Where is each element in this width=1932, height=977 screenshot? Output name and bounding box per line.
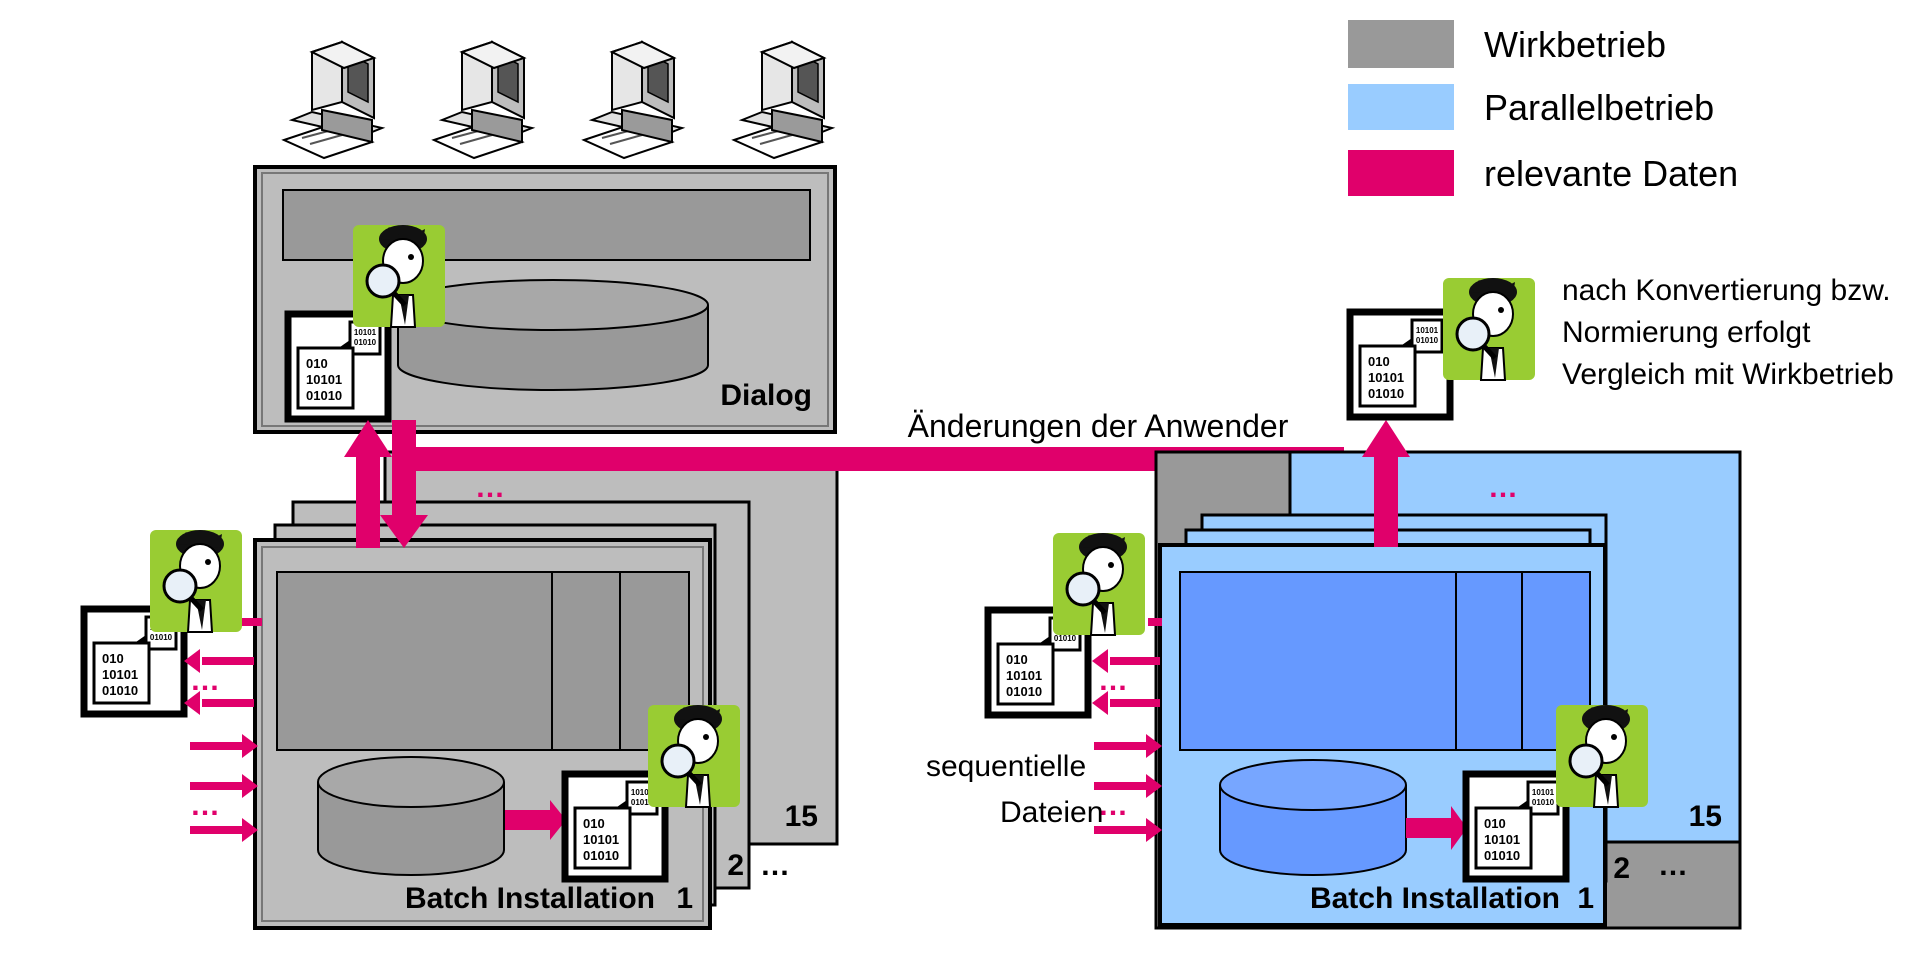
sequential-files-label-line1: sequentielle — [926, 750, 1086, 783]
changes-label: Änderungen der Anwender — [908, 408, 1289, 444]
inspector-magnifier-icon — [648, 705, 740, 807]
data-arrow-head — [380, 515, 428, 548]
note-line3: Vergleich mit Wirkbetrieb — [1562, 358, 1894, 391]
data-arrow-head — [344, 420, 392, 457]
inspector-magnifier-icon — [1053, 533, 1145, 635]
stack-number-15: 15 — [1689, 800, 1722, 833]
sequential-files-label-line2: Dateien — [1000, 796, 1103, 829]
right-output-ellipsis: … — [1098, 664, 1128, 697]
inspector-magnifier-icon — [353, 225, 445, 327]
stack-number-2: 2 — [727, 849, 744, 882]
stack-more-ellipsis: … — [760, 849, 790, 882]
data-arrow-head — [1362, 420, 1410, 457]
left-batch-stack: … 15 2 … Batch Installation 1 — [253, 450, 839, 930]
data-arrow-head — [550, 800, 566, 840]
binary-document-icon — [1466, 774, 1566, 879]
desktop-computer-icon — [433, 41, 533, 159]
batch-number: 1 — [676, 882, 693, 915]
right-batch-stack: … 15 2 … Batch Installation 1 — [1154, 450, 1742, 930]
inspector-magnifier-icon — [150, 530, 242, 632]
database-icon — [1219, 759, 1407, 876]
data-arrow-head — [1451, 806, 1467, 850]
inspector-magnifier-icon — [1443, 278, 1535, 380]
data-arrow — [1406, 818, 1451, 838]
right-input-ellipsis: … — [1098, 789, 1128, 822]
legend-label-relevant-data: relevante Daten — [1484, 153, 1738, 194]
stack-number-15: 15 — [785, 800, 818, 833]
inspector-magnifier-icon — [1556, 705, 1648, 807]
left-input-ellipsis: … — [190, 789, 220, 822]
stack-number-2: 2 — [1613, 852, 1630, 885]
stack-ellipsis: … — [1488, 471, 1518, 504]
database-icon — [397, 279, 709, 391]
legend-swatch-production — [1348, 20, 1454, 68]
left-input-arrows — [184, 618, 262, 842]
batch-app-layer — [1179, 571, 1591, 751]
legend: Wirkbetrieb Parallelbetrieb relevante Da… — [1348, 20, 1738, 196]
batch-label: Batch Installation — [1310, 882, 1560, 915]
data-arrow — [356, 455, 380, 548]
batch-app-layer — [276, 571, 690, 751]
desktop-computer-icon — [733, 41, 833, 159]
batch-label: Batch Installation — [405, 882, 655, 915]
desktop-computer-icon — [283, 41, 383, 159]
data-arrow — [505, 810, 550, 830]
note-line1: nach Konvertierung bzw. — [1562, 274, 1891, 307]
left-output-ellipsis: … — [190, 664, 220, 697]
legend-label-production: Wirkbetrieb — [1484, 24, 1666, 65]
stack-more-ellipsis: … — [1658, 849, 1688, 882]
note-line2: Normierung erfolgt — [1562, 316, 1811, 349]
legend-swatch-parallel — [1348, 84, 1454, 130]
legend-label-parallel: Parallelbetrieb — [1484, 87, 1714, 128]
right-input-arrows — [1092, 618, 1162, 842]
database-icon — [317, 756, 505, 876]
dialog-label: Dialog — [720, 379, 812, 412]
legend-swatch-relevant-data — [1348, 150, 1454, 196]
desktop-computer-icon — [583, 41, 683, 159]
binary-document-icon — [288, 314, 388, 419]
batch-number: 1 — [1577, 882, 1594, 915]
workstations — [283, 41, 833, 159]
binary-document-icon — [1350, 312, 1450, 417]
stack-ellipsis: … — [475, 471, 505, 504]
data-arrow — [1374, 455, 1398, 547]
